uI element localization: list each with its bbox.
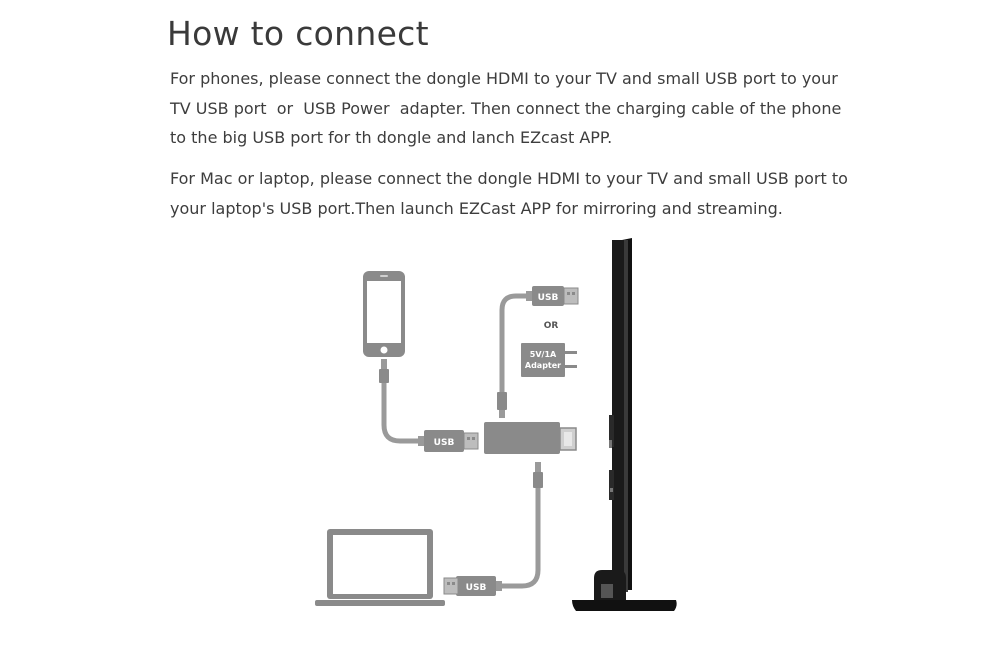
usb-plug-phone-icon: USB	[418, 430, 479, 452]
phones-line-2: TV USB port or USB Power adapter. Then c…	[170, 98, 842, 118]
laptop-icon	[315, 529, 445, 606]
usb-top-label: USB	[538, 293, 559, 303]
phones-line-3: to the big USB port for th dongle and la…	[170, 128, 613, 147]
page-title: How to connect	[167, 14, 429, 53]
dongle-laptop-plug-icon	[533, 462, 543, 488]
usb-plug-laptop-icon: USB	[443, 576, 502, 596]
tv-icon	[572, 238, 677, 611]
adapter-label-1: 5V/1A	[530, 350, 557, 359]
phone-charging-plug-icon	[379, 359, 389, 383]
power-adapter-icon: 5V/1A Adapter	[521, 343, 577, 377]
mac-line-1: For Mac or laptop, please connect the do…	[170, 169, 848, 188]
hdmi-dongle-icon	[484, 422, 577, 454]
phones-line-1: For phones, please connect the dongle HD…	[170, 69, 838, 88]
mac-line-2: your laptop's USB port.Then launch EZCas…	[170, 198, 783, 218]
dongle-power-plug-icon	[497, 392, 507, 418]
or-label: OR	[544, 321, 559, 331]
phone-icon	[363, 271, 405, 357]
laptop-cable	[500, 488, 541, 589]
dongle-power-cable	[499, 293, 530, 392]
phone-cable	[381, 383, 420, 444]
usb-laptop-label: USB	[466, 583, 487, 593]
mac-instructions: For Mac or laptop, please connect the do…	[170, 164, 850, 223]
phones-instructions: For phones, please connect the dongle HD…	[170, 64, 850, 153]
adapter-label-2: Adapter	[525, 361, 561, 370]
usb-phone-label: USB	[434, 438, 455, 448]
usb-plug-top-icon: USB	[526, 286, 579, 306]
